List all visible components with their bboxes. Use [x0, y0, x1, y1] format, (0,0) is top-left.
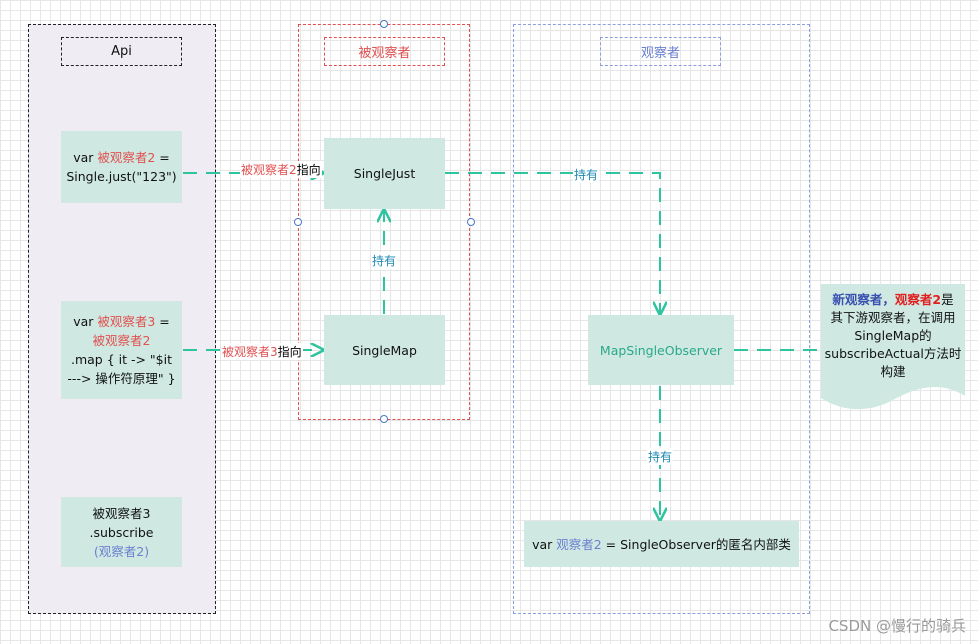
- api-map-line2: 被观察者2: [92, 333, 151, 348]
- anon-highlight: 观察者2: [556, 536, 602, 552]
- node-single-just[interactable]: SingleJust: [324, 138, 445, 209]
- note-line5: 构建: [880, 364, 906, 379]
- note-line4: subscribeActual方法时: [824, 346, 962, 361]
- api-subscribe-highlight: 观察者2: [98, 543, 145, 559]
- api-subscribe-line2: .subscribe: [89, 524, 154, 540]
- api-subscribe-open: (: [93, 543, 99, 559]
- api-map-highlight: 被观察者3: [97, 314, 156, 329]
- anon-suffix: = SingleObserver的匿名内部类: [601, 536, 791, 552]
- edge-label-just: 被观察者2指向: [240, 161, 322, 178]
- api-map-prefix: var: [73, 314, 98, 329]
- note-line1-b: 观察者2: [894, 292, 942, 307]
- note-line1-a: 新观察者，: [832, 292, 895, 307]
- edge-label-map-black: 指向: [277, 345, 302, 359]
- api-map-line3: .map { it -> "$it: [70, 352, 173, 367]
- node-single-map[interactable]: SingleMap: [324, 315, 445, 385]
- watermark: CSDN @慢行的骑兵: [828, 617, 966, 635]
- selection-handle-bottom[interactable]: [380, 415, 388, 423]
- observer-lane: [513, 24, 810, 614]
- api-subscribe-line1: 被观察者3: [92, 505, 151, 521]
- note-line3: SingleMap的: [854, 328, 932, 343]
- observable-lane-title: 被观察者: [324, 37, 445, 66]
- selection-handle-left[interactable]: [294, 218, 302, 226]
- api-map-suffix: =: [155, 314, 170, 329]
- edge-label-hold-2: 持有: [573, 166, 600, 183]
- api-subscribe-close: ): [144, 543, 150, 559]
- api-map-line4: ---> 操作符原理" }: [67, 371, 176, 386]
- selection-handle-right[interactable]: [467, 218, 475, 226]
- node-map-single-observer[interactable]: MapSingleObserver: [588, 315, 734, 385]
- api-just-suffix: =: [155, 150, 170, 165]
- api-map-line1: var 被观察者3 =: [73, 312, 170, 331]
- edge-label-map: 被观察者3指向: [221, 343, 303, 360]
- note-line1: 新观察者，观察者2是: [821, 291, 965, 309]
- api-just-line1: var 被观察者2 =: [73, 148, 170, 167]
- api-subscribe-line3: (观察者2): [94, 542, 149, 561]
- edge-label-hold-1: 持有: [371, 252, 398, 269]
- edge-label-just-red: 被观察者2: [241, 163, 297, 177]
- api-lane-title: Api: [61, 37, 182, 66]
- api-just-prefix: var: [73, 150, 98, 165]
- api-just-highlight: 被观察者2: [97, 150, 156, 165]
- edge-label-hold-3: 持有: [647, 448, 674, 465]
- api-node-just[interactable]: var 被观察者2 = Single.just("123"): [61, 131, 182, 203]
- note-shape: [821, 284, 965, 410]
- note-line2: 其下游观察者，在调用: [830, 310, 956, 325]
- edge-singlejust-holds-observer: [445, 172, 660, 314]
- api-node-map[interactable]: var 被观察者3 = 被观察者2 .map { it -> "$it --->…: [61, 301, 182, 399]
- anon-prefix: var: [532, 536, 557, 552]
- selection-handle-top[interactable]: [380, 20, 388, 28]
- note-text[interactable]: 新观察者，观察者2是 其下游观察者，在调用 SingleMap的 subscri…: [821, 291, 965, 381]
- api-just-line2: Single.just("123"): [66, 169, 177, 184]
- note-line1-c: 是: [941, 292, 954, 307]
- edge-label-map-red: 被观察者3: [222, 345, 278, 359]
- api-node-subscribe[interactable]: 被观察者3 .subscribe (观察者2): [61, 497, 182, 567]
- edge-label-just-black: 指向: [296, 163, 321, 177]
- observer-lane-title: 观察者: [600, 37, 721, 66]
- node-anonymous-observer[interactable]: var 观察者2 = SingleObserver的匿名内部类: [524, 521, 799, 567]
